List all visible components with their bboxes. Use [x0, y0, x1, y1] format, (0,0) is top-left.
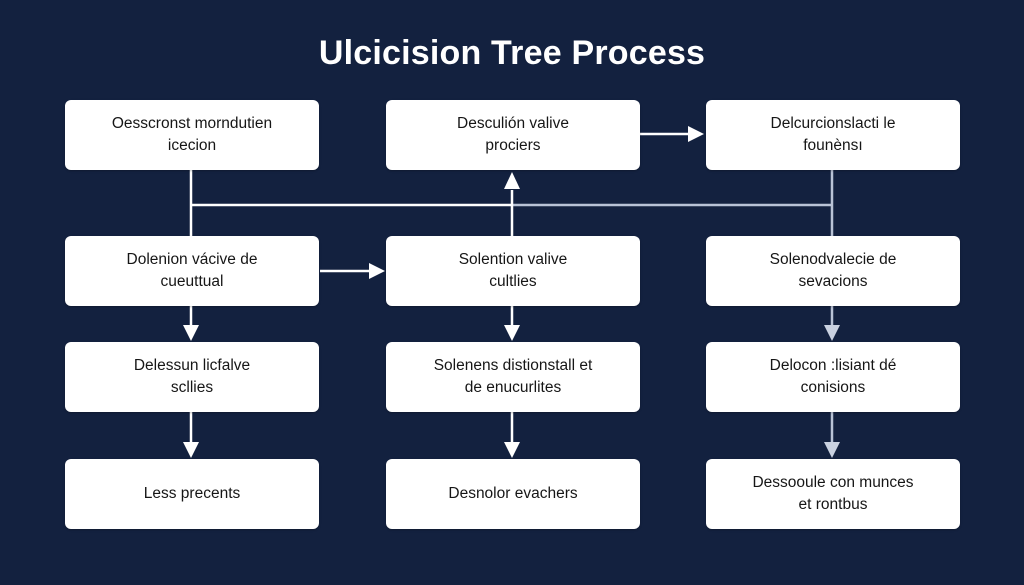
- arrowhead-n9-n12: [824, 442, 840, 458]
- arrowhead-n2-n3: [688, 126, 704, 142]
- node-n4: Dolenion vácive de cueuttual: [65, 236, 319, 306]
- node-n9: Delocon :lisiant dé conisions: [706, 342, 960, 412]
- node-label: Oesscronst morndutien icecion: [111, 115, 273, 154]
- node-n1: Oesscronst morndutien icecion: [65, 100, 319, 170]
- page-title: Ulcicision Tree Process: [318, 34, 706, 72]
- arrowhead-n5-n2: [504, 172, 520, 189]
- arrowhead-n5-n8: [504, 325, 520, 341]
- arrowhead-n4-n5: [369, 263, 385, 279]
- node-label: Solenodvalecie de sevacions: [769, 251, 897, 290]
- node-n8: Solenens distionstall et de enucurlites: [386, 342, 640, 412]
- arrowhead-n4-n7: [183, 325, 199, 341]
- node-label: Desnolor evachers: [448, 485, 578, 502]
- node-label: Dessooule con munces et rontbus: [752, 474, 914, 513]
- node-label: Less precents: [143, 485, 241, 502]
- node-label: Delessun licfalve scllies: [133, 357, 251, 396]
- node-n7: Delessun licfalve scllies: [65, 342, 319, 412]
- node-n2: Desculión valive prociers: [386, 100, 640, 170]
- node-n10: Less precents: [65, 459, 319, 529]
- arrowhead-n8-n11: [504, 442, 520, 458]
- node-n12: Dessooule con munces et rontbus: [706, 459, 960, 529]
- node-label: Desculión valive prociers: [457, 115, 569, 154]
- arrowhead-n7-n10: [183, 442, 199, 458]
- node-label: Delocon :lisiant dé conisions: [769, 357, 897, 396]
- node-label: Dolenion vácive de cueuttual: [126, 251, 258, 290]
- node-n5: Solention valive cultlies: [386, 236, 640, 306]
- node-label: Delcurcionslacti le founènsı: [770, 115, 896, 154]
- arrowhead-n6-n9: [824, 325, 840, 341]
- node-label: Solention valive cultlies: [458, 251, 568, 290]
- node-n11: Desnolor evachers: [386, 459, 640, 529]
- node-n3: Delcurcionslacti le founènsı: [706, 100, 960, 170]
- node-label: Solenens distionstall et de enucurlites: [433, 357, 593, 396]
- node-n6: Solenodvalecie de sevacions: [706, 236, 960, 306]
